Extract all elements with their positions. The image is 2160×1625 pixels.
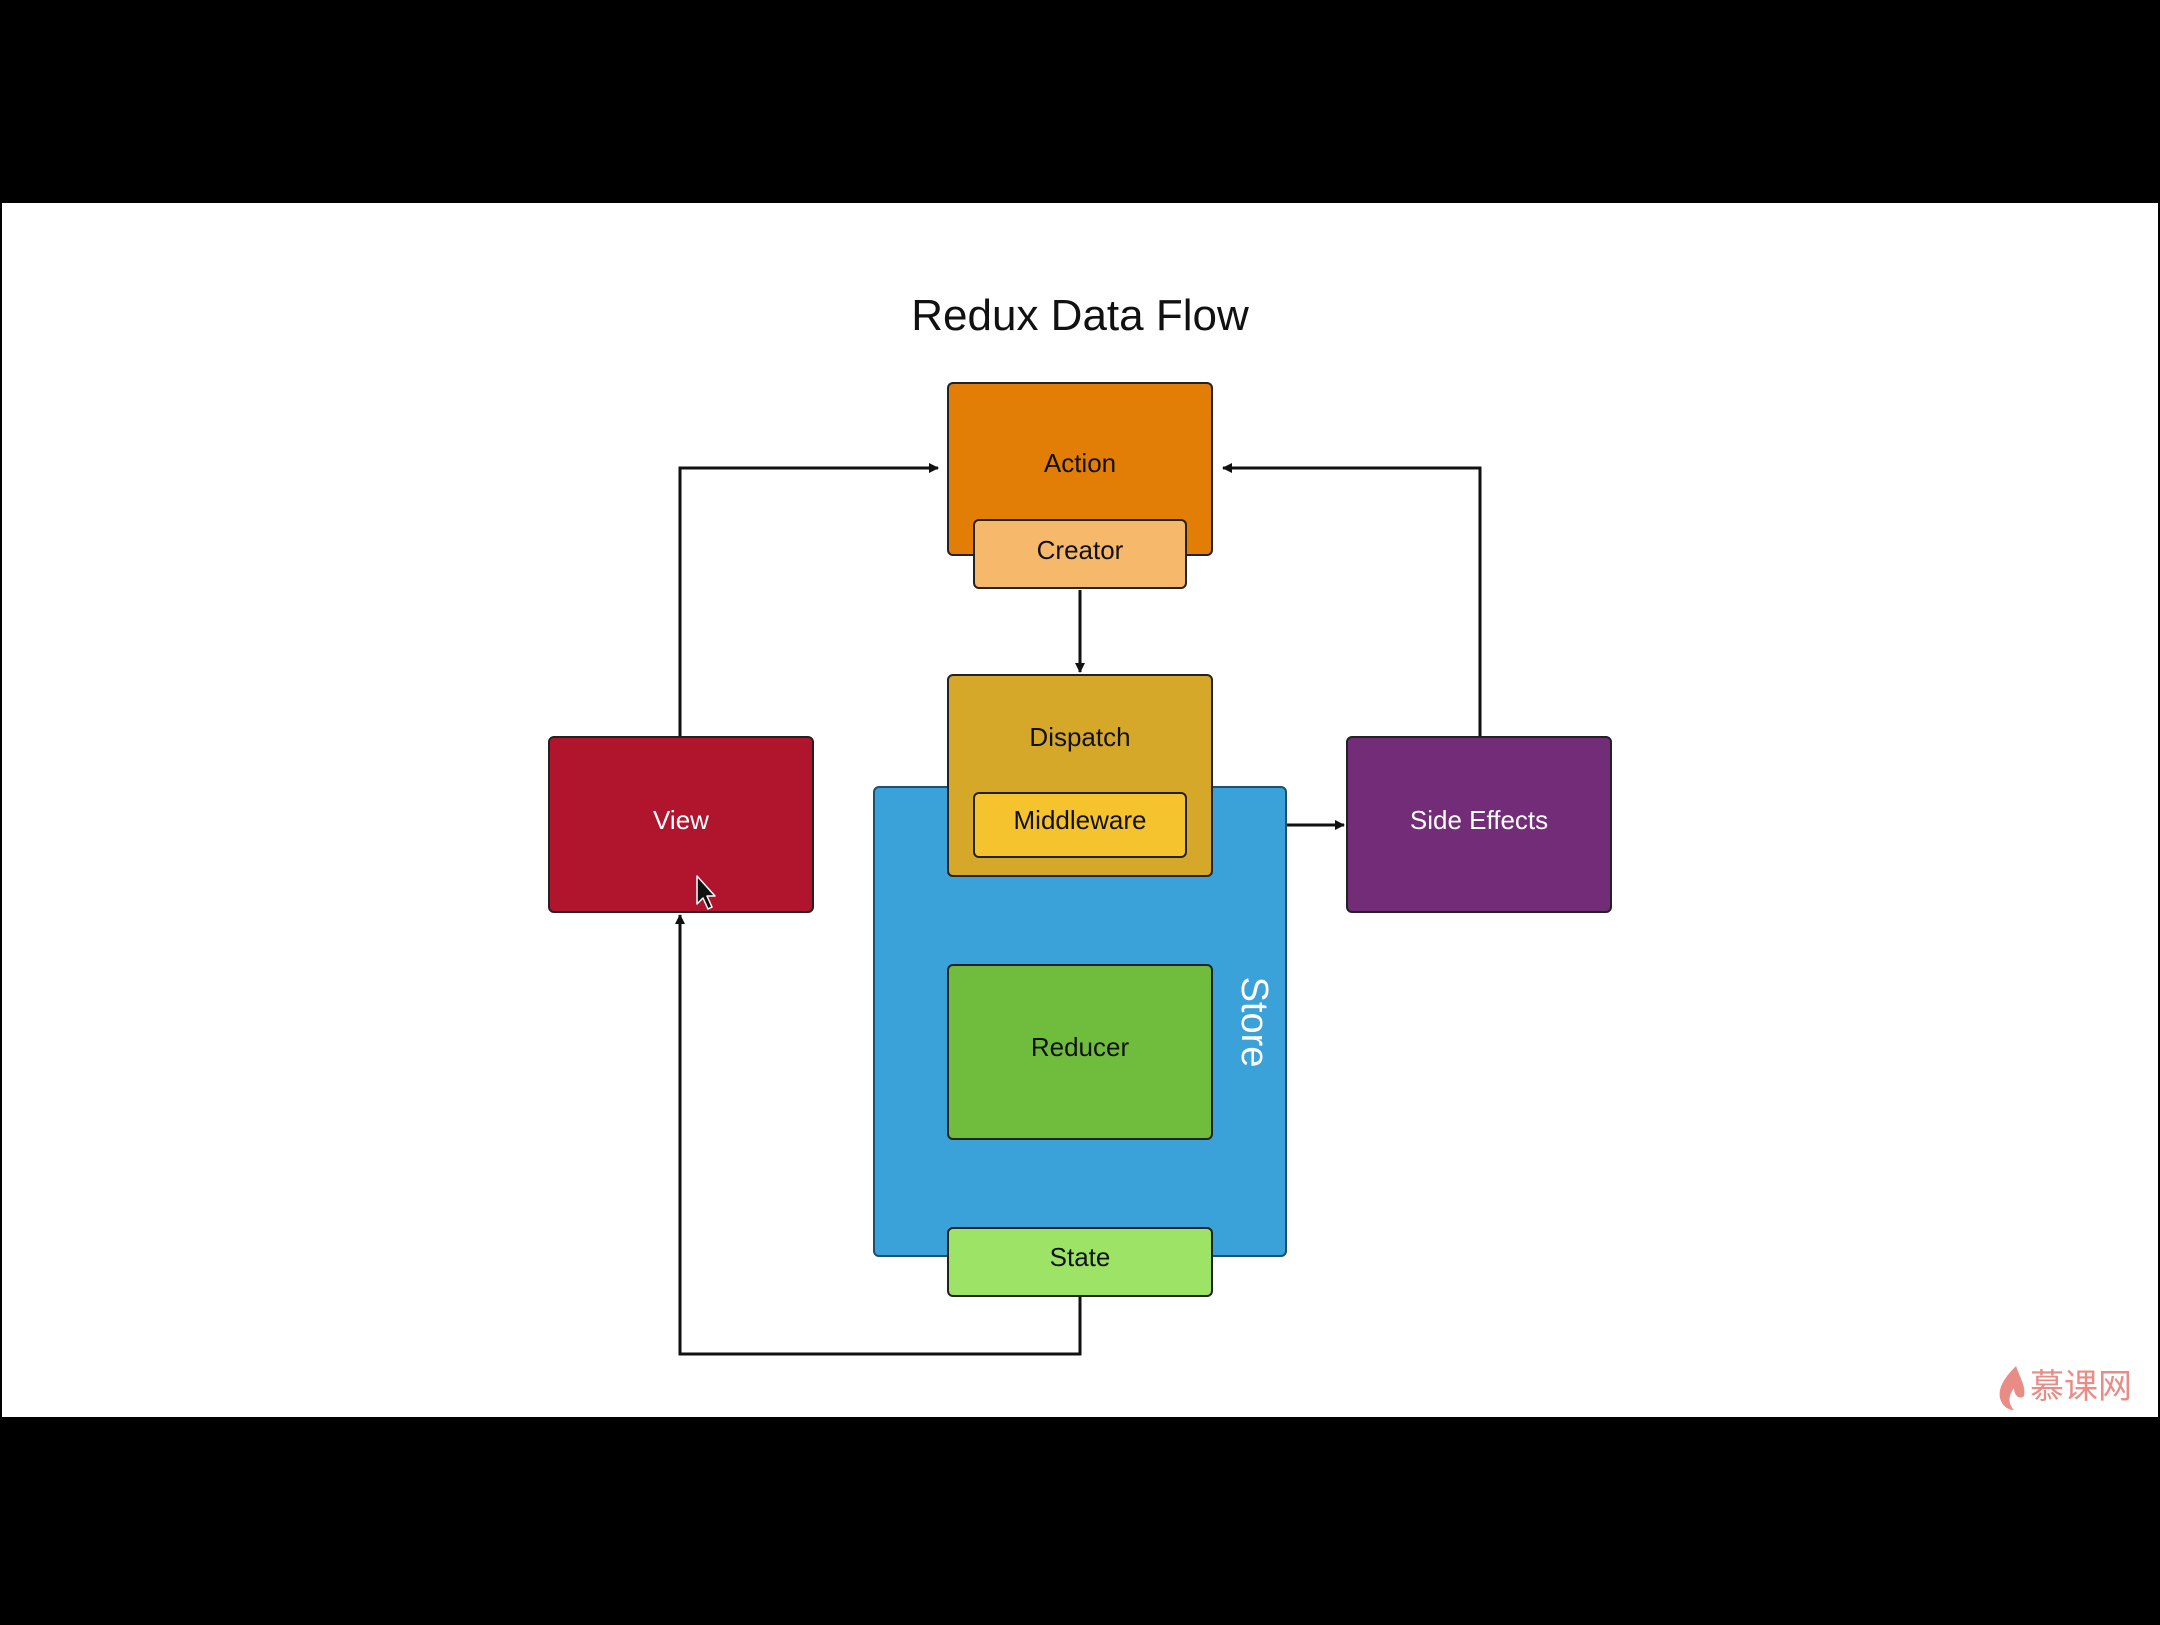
edge-side-effects-to-action bbox=[1222, 463, 1482, 736]
reducer-label: Reducer bbox=[1031, 1032, 1130, 1062]
store-label: Store bbox=[1233, 977, 1275, 1068]
side-effects-label: Side Effects bbox=[1410, 805, 1548, 835]
bottom-letterbox bbox=[0, 1417, 2160, 1620]
view-label: View bbox=[653, 805, 709, 835]
middleware-node bbox=[973, 792, 1187, 858]
state-label: State bbox=[1050, 1242, 1111, 1272]
top-letterbox bbox=[0, 0, 2160, 203]
edge-state-to-view bbox=[675, 914, 1082, 1356]
mouse-cursor-icon bbox=[696, 875, 716, 910]
reducer-node bbox=[947, 964, 1213, 1140]
side-effects-node bbox=[1346, 736, 1612, 913]
creator-node bbox=[973, 519, 1187, 589]
dispatch-label: Dispatch bbox=[1029, 722, 1130, 752]
flame-logo-icon bbox=[1999, 1366, 2025, 1410]
watermark-text: 慕课网 bbox=[2030, 1368, 2132, 1406]
creator-label: Creator bbox=[1037, 535, 1124, 565]
view-node bbox=[548, 736, 814, 913]
middleware-label: Middleware bbox=[1014, 805, 1147, 835]
diagram-title: Redux Data Flow bbox=[911, 291, 1249, 340]
edge-view-to-action bbox=[678, 463, 939, 736]
state-node bbox=[947, 1227, 1213, 1297]
action-label: Action bbox=[1044, 448, 1116, 478]
